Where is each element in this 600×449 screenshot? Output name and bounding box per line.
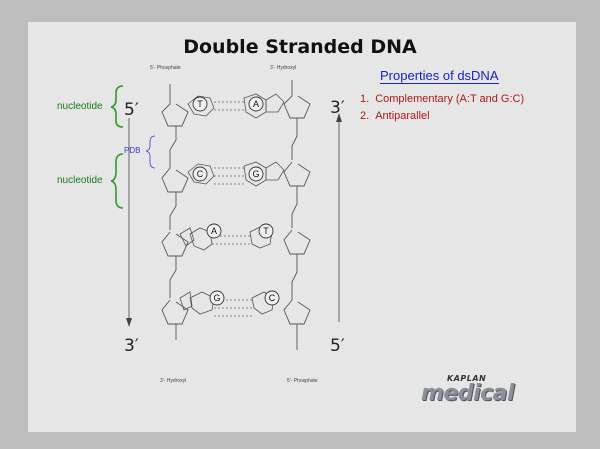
left-strand-5prime: 5′	[124, 100, 139, 120]
bottom-left-terminus-label: 3'- Hydroxyl	[160, 378, 187, 384]
pdb-label: PDB	[124, 146, 141, 155]
nucleotide-brace-2	[110, 153, 124, 209]
base-circle-4-right	[264, 290, 280, 306]
nucleotide-label-2: nucleotide	[57, 175, 103, 186]
base-circle-3-right	[258, 223, 274, 239]
left-arrowhead	[126, 318, 132, 327]
property-text: Complementary (A:T and G:C)	[375, 93, 525, 105]
base-letter: C	[197, 169, 204, 179]
right-strand-3prime: 3′	[330, 98, 345, 118]
base-letter: C	[269, 293, 276, 303]
base-letter: G	[213, 293, 220, 303]
property-number: 2.	[360, 110, 370, 122]
nucleotide-label-1: nucleotide	[57, 101, 103, 112]
left-strand-3prime: 3′	[124, 336, 139, 356]
kaplan-logo-text: KAPLAN	[447, 374, 487, 383]
base-letter: A	[253, 99, 259, 109]
base-letter: G	[252, 169, 259, 179]
base-letter: T	[197, 99, 203, 109]
top-right-terminus-label: 3'- Hydroxyl	[270, 65, 297, 71]
hydrogen-bonds	[212, 101, 252, 317]
slide-background	[28, 22, 576, 432]
property-item-2: 2. Antiparallel	[360, 110, 430, 122]
base-circle-1-left	[192, 96, 208, 112]
bottom-right-terminus-label: 5'- Phosphate	[287, 378, 318, 384]
property-item-1: 1. Complementary (A:T and G:C)	[360, 93, 524, 105]
pdb-bracket	[145, 135, 156, 169]
right-strand-5prime: 5′	[330, 336, 345, 356]
base-circle-3-left	[206, 223, 222, 239]
top-left-terminus-label: 5'- Phosphate	[150, 65, 181, 71]
left-backbone	[161, 84, 189, 340]
base-circle-2-left	[192, 166, 208, 182]
base-circle-2-right	[248, 166, 264, 182]
properties-heading: Properties of dsDNA	[380, 68, 499, 84]
base-circle-4-left	[209, 290, 225, 306]
right-backbone	[283, 80, 311, 350]
property-number: 1.	[360, 93, 370, 105]
property-text: Antiparallel	[375, 110, 430, 122]
medical-logo-text: medical	[421, 381, 515, 406]
slide-title: Double Stranded DNA	[183, 36, 417, 58]
right-arrowhead	[336, 113, 342, 122]
nucleotide-brace-1	[110, 85, 124, 128]
base-circle-1-right	[248, 96, 264, 112]
base-letter: T	[263, 226, 269, 236]
base-letter: A	[211, 226, 217, 236]
base-rings	[179, 93, 285, 315]
